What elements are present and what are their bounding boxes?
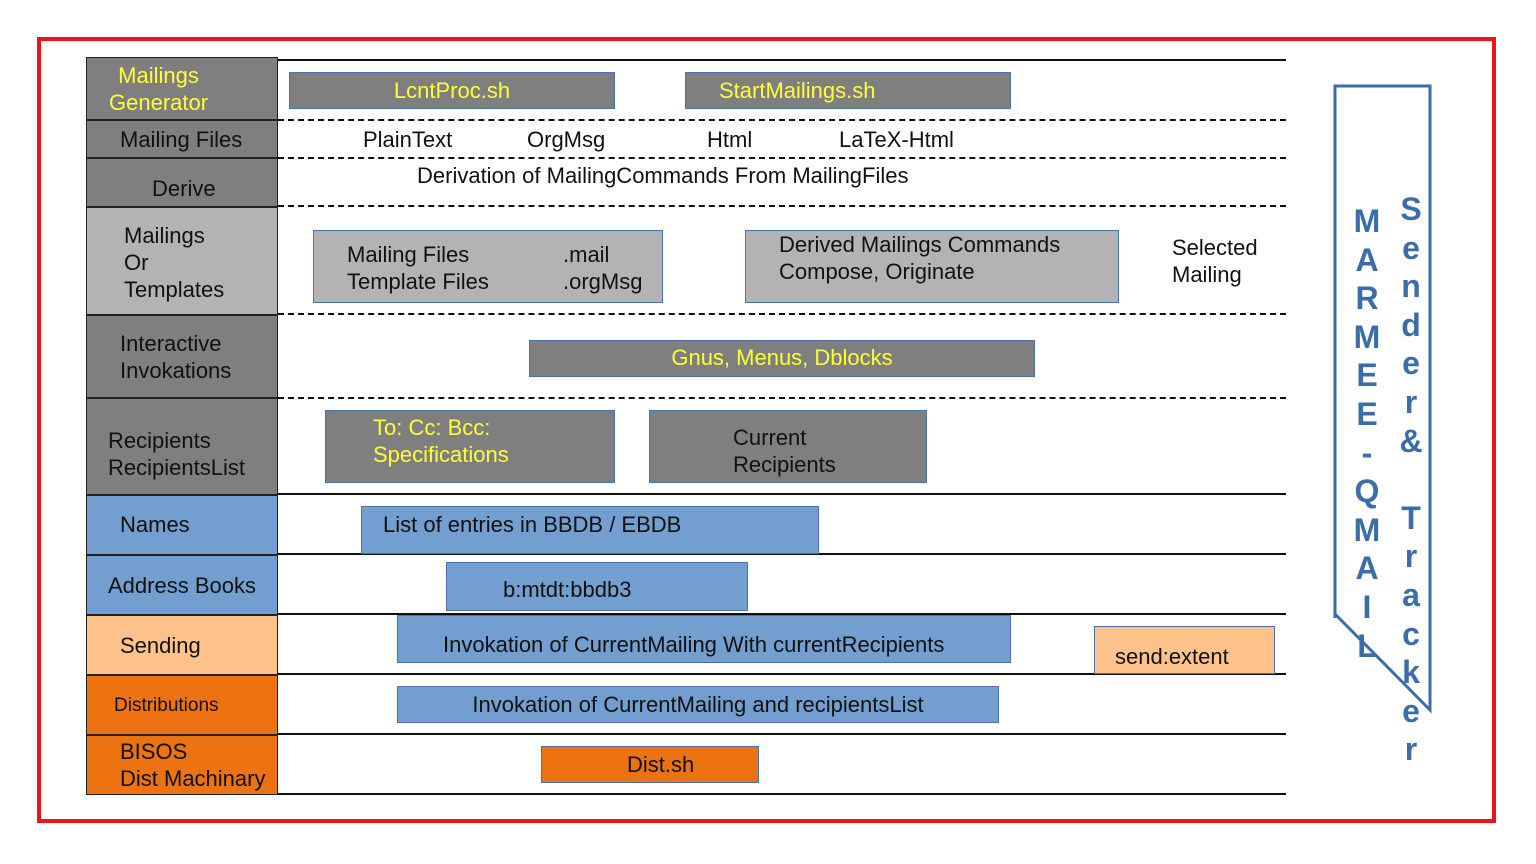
row-label-bisos: BISOS Dist Machinary: [86, 735, 278, 795]
row-separator: [278, 313, 1286, 315]
banner-left-letter: M: [1353, 318, 1381, 355]
startmailings-box: StartMailings.sh: [685, 72, 1011, 109]
banner-right-letter: k: [1402, 654, 1420, 691]
banner-left-letter: A: [1355, 241, 1379, 278]
invokation-list-box: Invokation of CurrentMailing and recipie…: [397, 686, 999, 723]
banner-left-letter: R: [1355, 280, 1379, 317]
row-label-text: Names: [120, 511, 190, 537]
current-recipients-box: Current Recipients: [649, 410, 927, 483]
banner-right-letter: e: [1402, 345, 1420, 382]
row-label-names: Names: [86, 495, 278, 555]
derivation-label: Derivation of MailingCommands From Maili…: [417, 163, 909, 188]
row-label-distributions: Distributions: [86, 675, 278, 735]
row-label-text: Sending: [120, 632, 201, 658]
diagram-frame: [37, 37, 1496, 823]
row-label-text: BISOS Dist Machinary: [120, 739, 266, 791]
banner-right-letter: e: [1402, 229, 1420, 266]
banner-right-letter: &: [1399, 422, 1423, 459]
banner-left-letter: A: [1355, 550, 1379, 587]
banner-right-letter: r: [1404, 538, 1418, 575]
row-label-mailings-or-templates: Mailings Or Templates: [86, 207, 278, 315]
row-label-text: Derive: [152, 176, 216, 201]
bbdb-list-box: List of entries in BBDB / EBDB: [361, 506, 819, 554]
banner-left-letter: -: [1361, 434, 1373, 471]
html-label: Html: [707, 127, 753, 152]
row-separator: [278, 673, 1286, 675]
plaintext-label: PlainText: [363, 127, 453, 152]
banner-left-letter: M: [1353, 203, 1381, 239]
send-extent-box: send:extent: [1094, 626, 1275, 674]
row-label-derive: Derive: [86, 158, 278, 207]
row-separator: [278, 119, 1286, 121]
invokation-current-box: Invokation of CurrentMailing With curren…: [397, 615, 1011, 663]
banner-left-letter: E: [1356, 395, 1378, 432]
row-label-sending: Sending: [86, 615, 278, 675]
banner-right-letter: c: [1402, 615, 1420, 652]
mailing-files-box: Mailing Files Template Files .mail .orgM…: [313, 230, 663, 303]
row-label-address-books: Address Books: [86, 555, 278, 615]
banner-right-letter: r: [1404, 731, 1418, 768]
row-separator: [278, 793, 1286, 795]
row-label-mailings-generator: Mailings Generator: [86, 57, 278, 120]
row-label-text: Recipients RecipientsList: [108, 427, 245, 480]
row-separator: [278, 553, 1286, 555]
banner-left-letter: I: [1362, 588, 1372, 625]
to-cc-bcc-box: To: Cc: Bcc: Specifications: [325, 410, 615, 483]
latex-html-label: LaTeX-Html: [839, 127, 954, 152]
lcntproc-box: LcntProc.sh: [289, 72, 615, 109]
banner-right-letter: T: [1401, 499, 1421, 536]
row-separator: [278, 397, 1286, 399]
row-label-interactive-invokations: Interactive Invokations: [86, 315, 278, 398]
row-label-text: Mailings Or Templates: [124, 222, 225, 302]
row-separator: [278, 613, 1286, 615]
mtdt-box: b:mtdt:bbdb3: [446, 562, 748, 611]
banner-left-letter: M: [1353, 511, 1381, 548]
dist-sh-box: Dist.sh: [541, 746, 759, 783]
row-label-recipients: Recipients RecipientsList: [86, 398, 278, 495]
orgmsg-label: OrgMsg: [527, 127, 606, 152]
banner-right-letter: a: [1402, 576, 1420, 613]
banner-right-letter: n: [1401, 268, 1421, 305]
row-separator: [278, 157, 1286, 159]
gnus-box: Gnus, Menus, Dblocks: [529, 340, 1035, 377]
banner-right-letter: S: [1400, 191, 1422, 227]
banner-right-letter: e: [1402, 692, 1420, 729]
row-separator: [278, 733, 1286, 735]
row-label-text: Distributions: [114, 694, 219, 716]
banner-right-letter: r: [1404, 383, 1418, 420]
row-label-text: Mailings Generator: [109, 62, 209, 115]
banner-left-letter: L: [1357, 627, 1377, 664]
row-separator: [278, 205, 1286, 207]
row-label-text: Interactive Invokations: [120, 330, 232, 383]
row-label-text: Address Books: [108, 572, 256, 598]
banner-left-letter: E: [1356, 357, 1378, 394]
row-label-mailing-files: Mailing Files: [86, 120, 278, 158]
row-label-text: Mailing Files: [120, 126, 243, 152]
banner-right-letter: d: [1401, 306, 1421, 343]
row-separator: [278, 59, 1286, 61]
derived-commands-box: Derived Mailings Commands Compose, Origi…: [745, 230, 1119, 303]
marmee-banner-shape: [1333, 84, 1432, 714]
banner-left-letter: Q: [1354, 473, 1380, 510]
row-separator: [278, 493, 1286, 495]
selected-mailing-label: Selected Mailing: [1172, 235, 1258, 287]
mailing-files-text: Mailing Files Template Files: [347, 242, 489, 294]
mail-extensions-text: .mail .orgMsg: [563, 242, 643, 294]
